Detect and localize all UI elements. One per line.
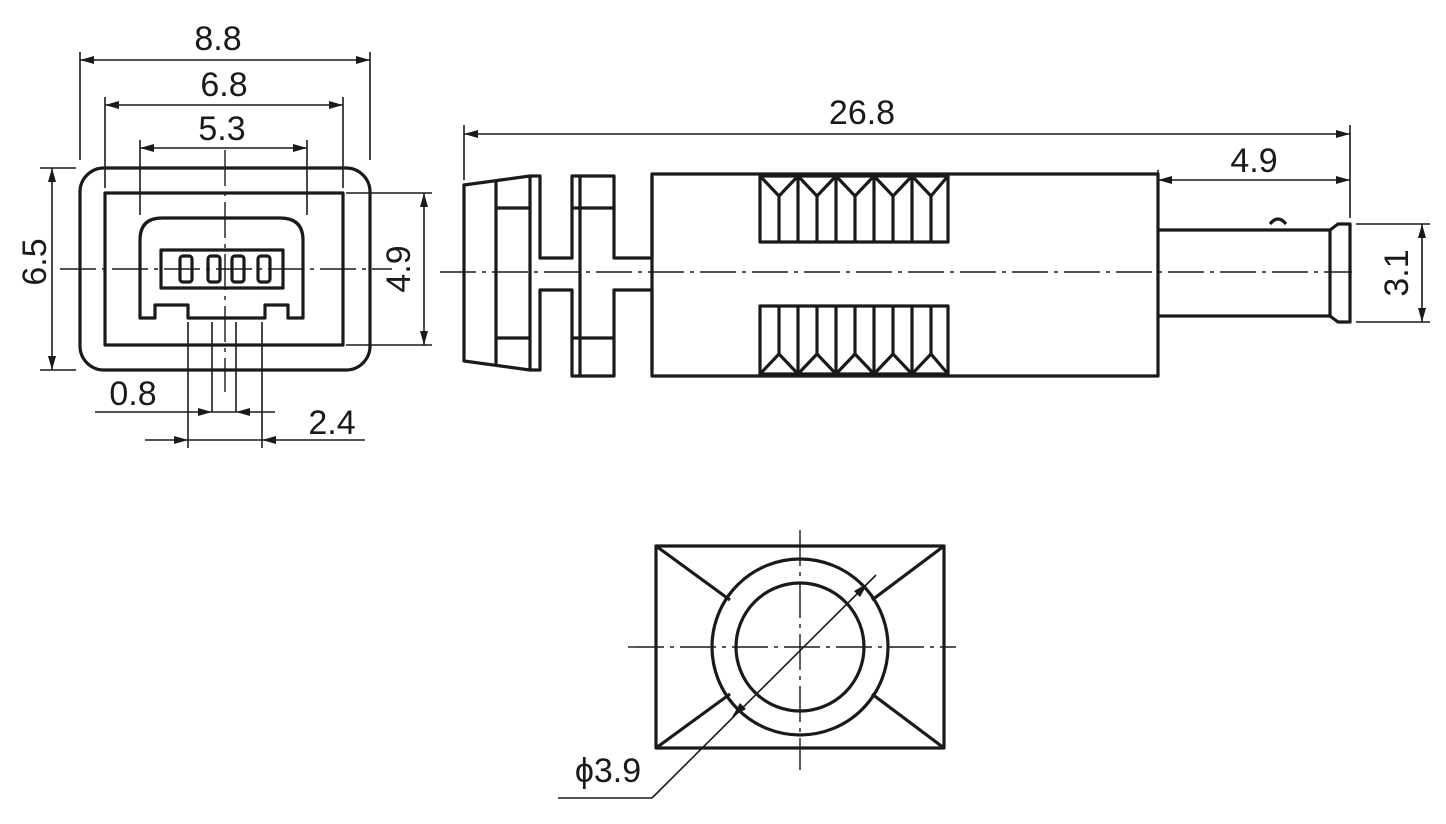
- grip-ridges-bottom: [758, 304, 950, 376]
- side-extension-lines: [463, 125, 1430, 323]
- grip-ridges-top: [758, 174, 950, 244]
- side-view: 26.8 4.9 3.1: [440, 94, 1430, 378]
- dim-overall-width: 8.8: [194, 20, 241, 58]
- dim-overall-height: 6.5: [16, 238, 54, 285]
- cable-strain-relief: [1158, 222, 1352, 324]
- front-view: 8.8 6.8 5.3 6.5 4.9 0.8 2.4: [16, 20, 432, 448]
- dim-pin-pitch: 2.4: [308, 404, 355, 442]
- end-view: ϕ3.9: [558, 530, 956, 799]
- dim-cable-diameter: ϕ3.9: [575, 752, 641, 790]
- dim-tail-height: 3.1: [1378, 249, 1416, 296]
- dim-pin-width: 0.8: [109, 375, 156, 413]
- dim-inner-height: 4.9: [380, 245, 418, 292]
- dim-socket-width: 5.3: [198, 110, 245, 148]
- dim-inner-width: 6.8: [200, 66, 247, 104]
- dim-line-cable-diameter: [651, 574, 877, 799]
- dim-total-length: 26.8: [829, 94, 895, 132]
- plug-notched-section: [530, 174, 654, 378]
- socket-outline: [138, 216, 305, 320]
- plug-body: [650, 172, 1160, 378]
- dim-tail-length: 4.9: [1230, 142, 1277, 180]
- front-extension-lines: [40, 52, 432, 448]
